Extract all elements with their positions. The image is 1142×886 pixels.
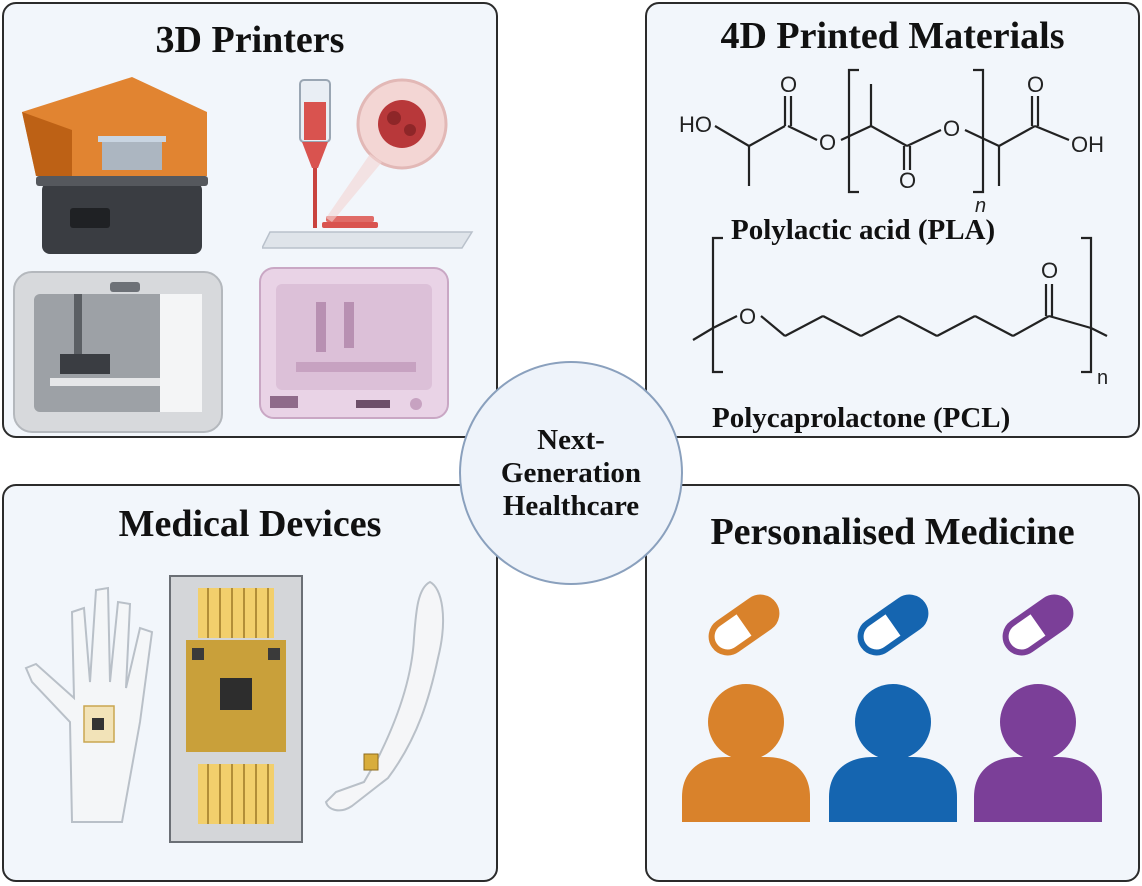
pla-label: Polylactic acid (PLA) xyxy=(731,214,996,246)
devices-title: Medical Devices xyxy=(118,503,382,545)
fdm-printer-illustration xyxy=(13,271,223,433)
hub-line-3: Healthcare xyxy=(502,489,640,522)
atom-ho: HO xyxy=(679,112,712,137)
materials-title: 4D Printed Materials xyxy=(720,15,1065,57)
materials-panel xyxy=(645,2,1140,438)
resin-printer-illustration xyxy=(22,77,208,254)
printers-panel: 3D Printers xyxy=(2,2,498,438)
pcl-atom-o-2: O xyxy=(1041,258,1058,283)
hub-line-1: Next- xyxy=(537,423,605,456)
hub-line-2: Generation xyxy=(500,456,642,489)
atom-o-4: O xyxy=(943,116,960,141)
hand-with-sensor-illustration xyxy=(24,586,154,823)
atom-o-3: O xyxy=(899,168,916,193)
atom-o-2: O xyxy=(819,130,836,155)
pla-subscript-n: n xyxy=(975,195,986,217)
bioprinter-cabinet-illustration xyxy=(259,267,449,419)
pcl-atom-o-1: O xyxy=(739,304,756,329)
pla-structure: HO O O O O O OH n xyxy=(679,68,1104,217)
pcl-subscript-n: n xyxy=(1097,367,1108,388)
pill-person-blue xyxy=(829,594,957,822)
medicine-title: Personalised Medicine xyxy=(710,511,1075,553)
printers-title: 3D Printers xyxy=(155,19,345,61)
bioprinter-nozzle-illustration xyxy=(262,78,474,249)
pcl-structure: O O n xyxy=(692,236,1108,388)
center-hub: Next- Generation Healthcare xyxy=(459,361,683,585)
atom-o-1: O xyxy=(780,72,797,97)
atom-oh: OH xyxy=(1071,132,1104,157)
pill-person-orange xyxy=(682,594,810,822)
flexible-chip-illustration xyxy=(169,575,303,843)
pill-person-purple xyxy=(974,594,1102,822)
devices-panel: Medical Devices xyxy=(2,484,498,882)
pcl-label: Polycaprolactone (PCL) xyxy=(712,402,1011,434)
atom-o-5: O xyxy=(1027,72,1044,97)
arm-with-sensor-illustration xyxy=(324,580,444,812)
